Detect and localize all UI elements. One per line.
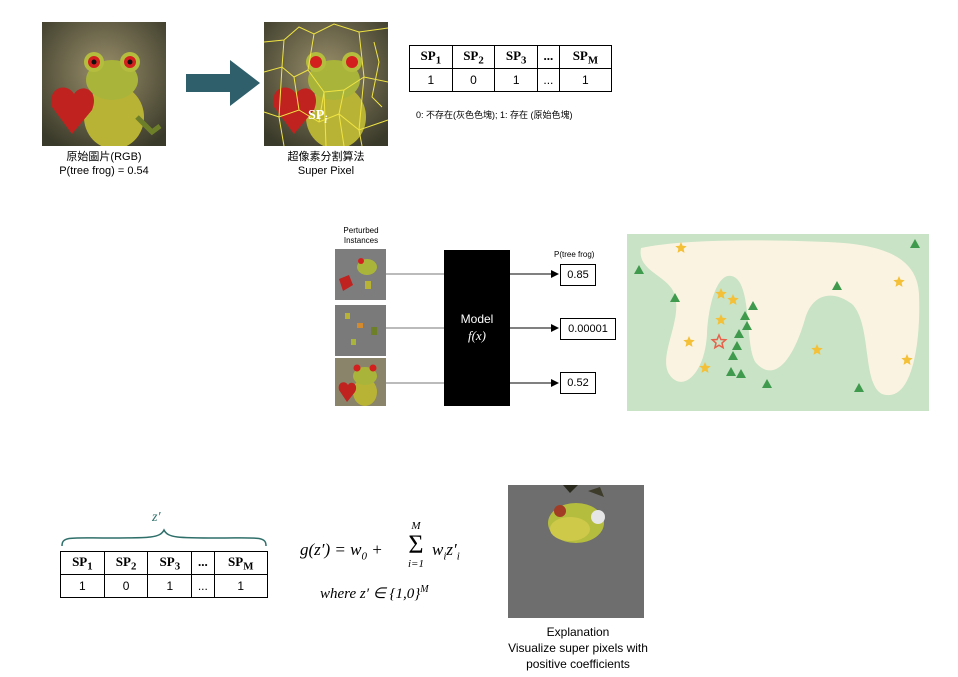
explanation-image <box>508 485 644 618</box>
top-sp-header: ... <box>537 45 560 69</box>
triangle-marker <box>762 379 772 388</box>
original-title: 原始圖片(RGB) <box>66 151 142 163</box>
output-value: 0.52 <box>560 372 596 394</box>
star-marker <box>715 314 727 325</box>
triangle-marker <box>748 301 758 310</box>
star-marker <box>811 344 823 355</box>
star-marker <box>675 242 687 253</box>
original-frog-image <box>42 22 166 146</box>
star-marker <box>727 294 739 305</box>
triangle-marker <box>736 369 746 378</box>
triangle-marker <box>728 351 738 360</box>
perturbed-instance-2 <box>335 305 386 356</box>
perturbed-instance-3 <box>335 358 386 406</box>
triangle-marker <box>832 281 842 290</box>
original-prob: P(tree frog) = 0.54 <box>59 165 149 177</box>
triangle-marker <box>634 265 644 274</box>
bottom-sp-value: ... <box>191 574 215 598</box>
top-sp-header: SPM <box>558 45 613 69</box>
triangle-marker <box>732 341 742 350</box>
explanation-caption: Explanation Visualize super pixels with … <box>478 624 678 672</box>
prob-label: P(tree frog) <box>554 250 595 259</box>
triangle-marker <box>726 367 736 376</box>
bottom-sp-table: SP1 SP2 SP3 ... SPM 1 0 1 ... 1 <box>60 551 268 598</box>
original-caption: 原始圖片(RGB) P(tree frog) = 0.54 <box>20 150 188 178</box>
triangle-marker <box>854 383 864 392</box>
bottom-sp-value: 0 <box>103 574 149 598</box>
top-sp-value: 1 <box>558 68 613 92</box>
top-sp-value: 0 <box>451 68 496 92</box>
model-arrows <box>386 270 559 387</box>
output-value: 0.85 <box>560 264 596 286</box>
explanation-title: Explanation <box>546 625 610 639</box>
top-sp-header: SP3 <box>494 45 539 69</box>
top-legend: 0: 不存在(灰色色塊); 1: 存在 (原始色塊) <box>416 110 573 120</box>
bottom-sp-value: 1 <box>147 574 193 598</box>
star-marker <box>699 362 711 373</box>
triangle-marker <box>910 239 920 248</box>
star-marker <box>715 288 727 299</box>
star-marker <box>683 336 695 347</box>
bottom-sp-header: SP1 <box>60 551 105 575</box>
triangle-marker <box>734 329 744 338</box>
bottom-sp-header: SP2 <box>103 551 149 575</box>
sum-term: wiz′i <box>432 540 460 563</box>
top-sp-value: 1 <box>409 68 453 92</box>
explanation-line3: positive coefficients <box>526 657 630 671</box>
where-clause: where z′ ∈ {1,0}M <box>320 584 429 602</box>
superpixel-label: SPi <box>308 108 328 126</box>
superpixel-title: 超像素分割算法 <box>287 151 365 163</box>
top-sp-header: SP2 <box>451 45 496 69</box>
bottom-sp-header: SP3 <box>147 551 193 575</box>
output-value: 0.00001 <box>560 318 616 340</box>
perturbed-label: Perturbed Instances <box>343 226 379 245</box>
triangle-marker <box>740 311 750 320</box>
bottom-sp-header: SPM <box>213 551 268 575</box>
decision-boundary-plot <box>627 234 929 411</box>
brace <box>61 528 267 547</box>
top-sp-value: ... <box>537 68 560 92</box>
triangle-marker <box>670 293 680 302</box>
top-sp-header: SP1 <box>409 45 453 69</box>
superpixel-image: SPi <box>264 22 388 146</box>
bottom-sp-header: ... <box>191 551 215 575</box>
star-marker <box>901 354 913 365</box>
superpixel-subtitle: Super Pixel <box>297 165 355 177</box>
model-label: Model <box>460 312 494 326</box>
highlighted-star-marker <box>710 333 728 350</box>
explanation-line2: Visualize super pixels with <box>508 641 648 655</box>
top-sp-value: 1 <box>494 68 539 92</box>
bottom-sp-value: 1 <box>60 574 105 598</box>
sum-symbol: M Σ i=1 <box>408 520 424 570</box>
perturbed-instance-1 <box>335 249 386 300</box>
bottom-sp-value: 1 <box>213 574 268 598</box>
brace-label: z′ <box>152 510 161 525</box>
surrogate-formula: g(z′) = w0 + <box>300 540 383 563</box>
model-box: Model f(x) <box>444 250 510 406</box>
triangle-marker <box>742 321 752 330</box>
superpixel-caption: 超像素分割算法 Super Pixel <box>242 150 410 178</box>
top-sp-table: SP1 SP2 SP3 ... SPM 1 0 1 ... 1 <box>409 45 613 92</box>
model-function: f(x) <box>467 328 487 343</box>
arrow-right-icon <box>186 60 260 106</box>
star-marker <box>893 276 905 287</box>
